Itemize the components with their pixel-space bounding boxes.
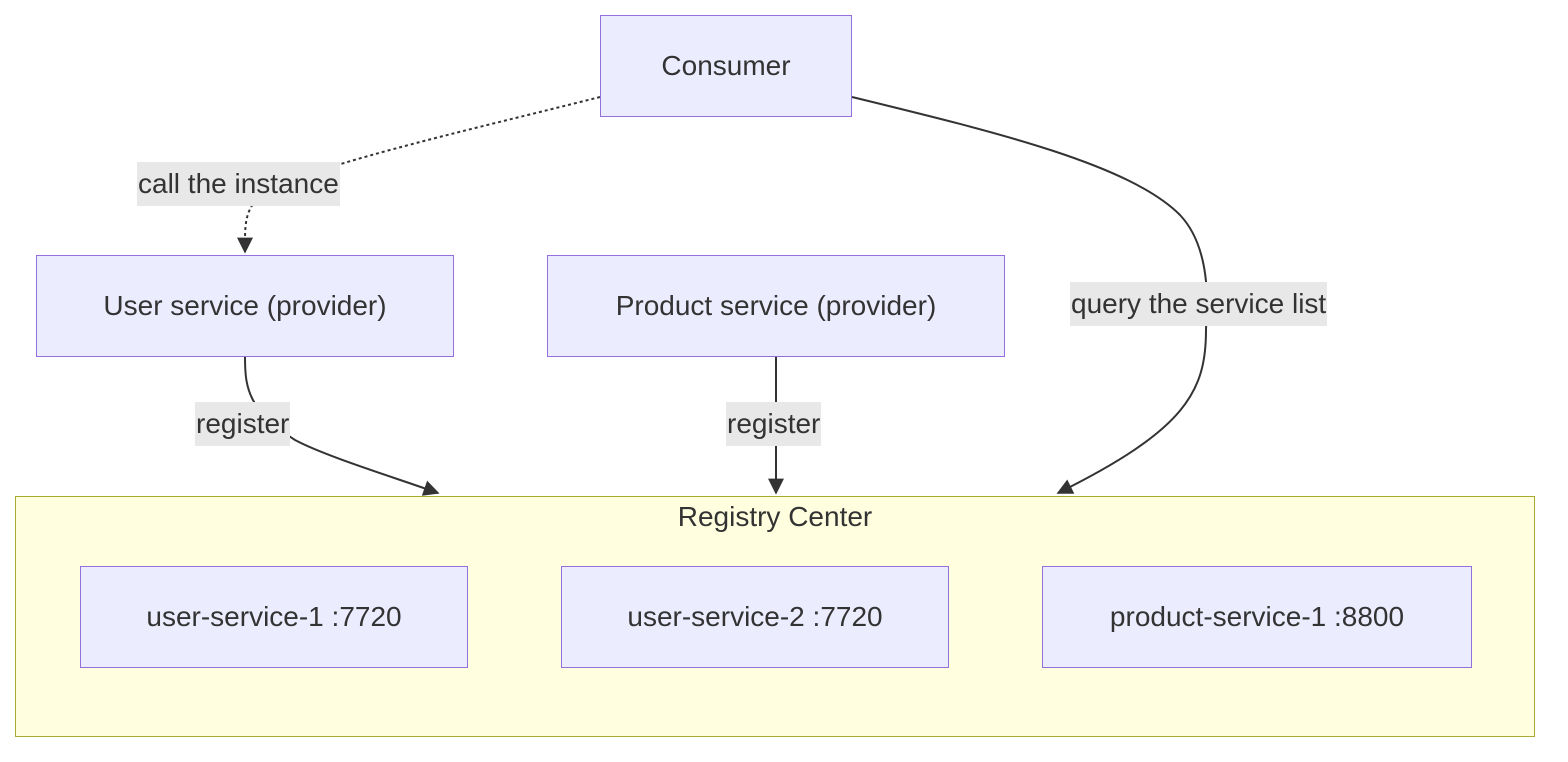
consumer-node: Consumer bbox=[600, 15, 852, 117]
user-service-node: User service (provider) bbox=[36, 255, 454, 357]
product-service-node: Product service (provider) bbox=[547, 255, 1005, 357]
edge-consumer-to-registry bbox=[851, 96, 1209, 494]
instance-user-service-2: user-service-2 :7720 bbox=[561, 566, 949, 668]
edge-label-register-product: register bbox=[726, 402, 822, 446]
instance-product-service-1: product-service-1 :8800 bbox=[1042, 566, 1472, 668]
edge-user-service-to-registry bbox=[244, 356, 440, 496]
edge-label-call-the-instance: call the instance bbox=[137, 162, 340, 206]
edge-label-register-user: register bbox=[195, 402, 291, 446]
edge-label-query-the-service-list: query the service list bbox=[1070, 282, 1328, 326]
instance-user-service-1: user-service-1 :7720 bbox=[80, 566, 468, 668]
edge-consumer-to-user-service bbox=[236, 96, 601, 254]
registry-center-title: Registry Center bbox=[677, 501, 873, 532]
